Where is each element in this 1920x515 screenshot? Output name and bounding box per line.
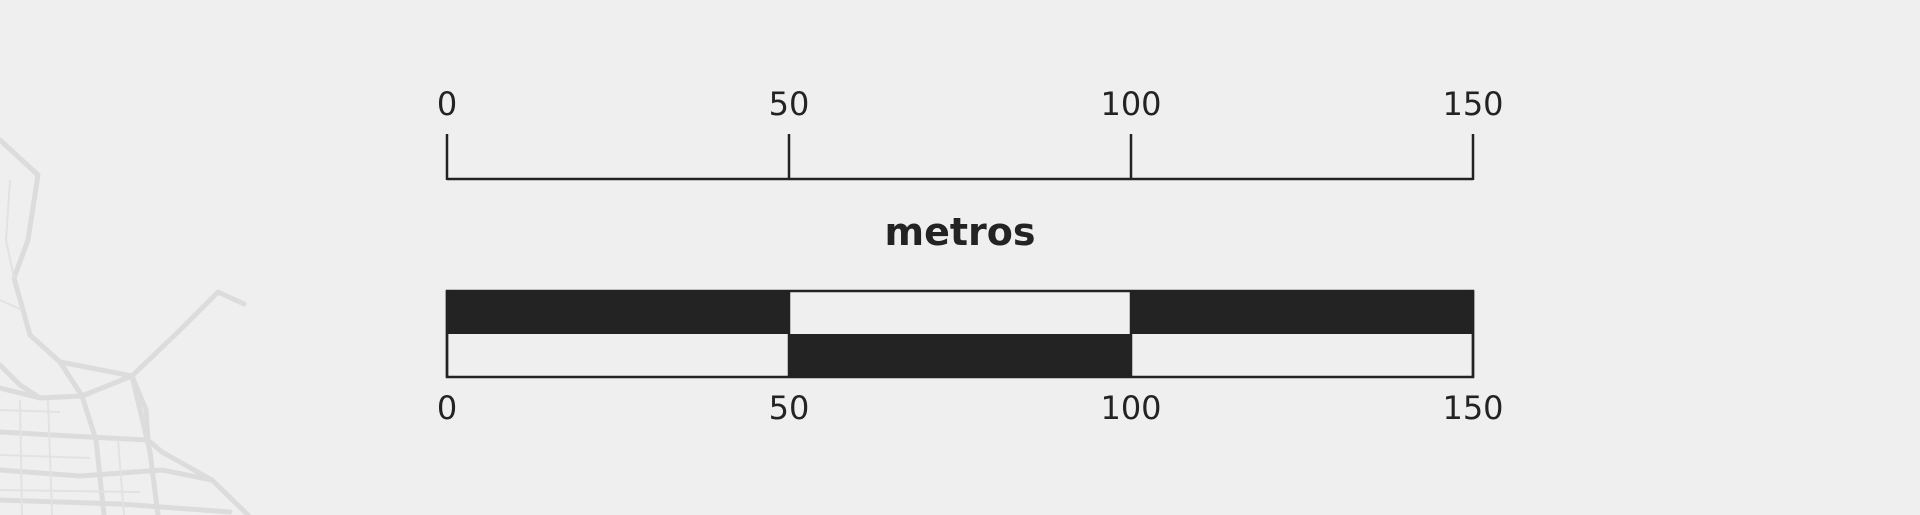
bottom-tick-label: 0	[436, 389, 458, 427]
checker-top-segment-0	[447, 291, 789, 334]
checker-top-segment-1	[789, 291, 1131, 334]
top-tick-label: 0	[436, 85, 458, 123]
checker-bottom-segment-0	[447, 334, 789, 377]
checkered-scale-bar	[445, 289, 1475, 379]
background-map-streets	[0, 137, 251, 515]
unit-label: metros	[884, 210, 1036, 254]
checker-bottom-segment-1	[789, 334, 1131, 377]
top-tick-label: 150	[1442, 85, 1504, 123]
line-scale-bar	[445, 134, 1475, 181]
bottom-tick-label: 100	[1100, 389, 1162, 427]
checker-top-segment-2	[1131, 291, 1473, 334]
bottom-tick-label: 50	[768, 389, 810, 427]
checker-bottom-segment-2	[1131, 334, 1473, 377]
background-map-minor-streets	[0, 179, 141, 515]
top-tick-label: 100	[1100, 85, 1162, 123]
top-tick-label: 50	[768, 85, 810, 123]
bottom-tick-label: 150	[1442, 389, 1504, 427]
